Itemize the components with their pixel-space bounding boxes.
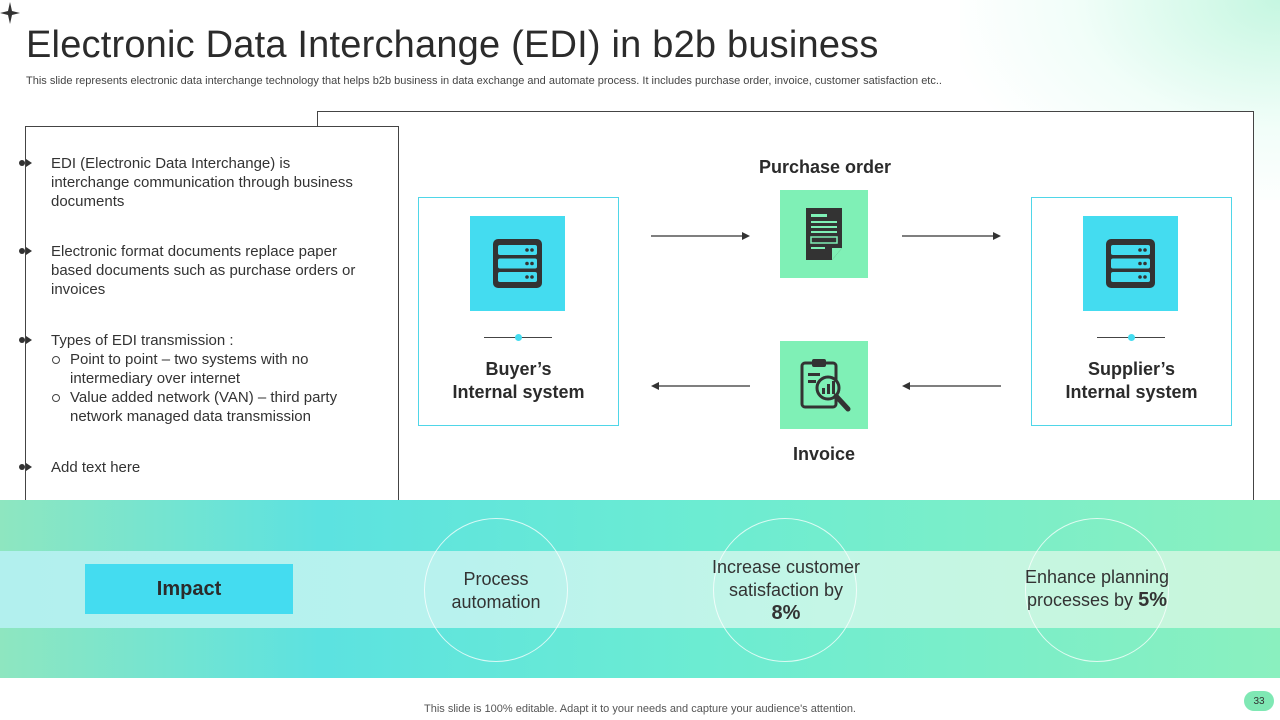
supplier-system-label: Supplier’s Internal system — [1065, 359, 1198, 402]
decorative-ring — [713, 518, 857, 662]
sub-bullet-text: Point to point – two systems with no int… — [70, 351, 309, 387]
sub-bullet: Point to point – two systems with no int… — [51, 350, 366, 388]
circle-bullet-icon — [52, 356, 60, 364]
bullet-arrow-icon — [19, 159, 32, 167]
impact-band: Impact Process automation Increase custo… — [0, 500, 1280, 678]
server-icon — [1083, 216, 1178, 311]
bullet-text: Electronic format documents replace pape… — [51, 243, 356, 298]
bullet-item: Add text here — [19, 458, 366, 477]
slide-title: Electronic Data Interchange (EDI) in b2b… — [26, 24, 879, 66]
bullet-arrow-icon — [19, 336, 32, 344]
sparkle-icon — [0, 2, 20, 24]
document-icon — [780, 190, 868, 278]
diagram-frame: Buyer’s Internal system Supplier’s Inter… — [317, 111, 1254, 516]
slide-subtitle: This slide represents electronic data in… — [26, 75, 942, 87]
purchase-order-label: Purchase order — [758, 157, 892, 177]
supplier-system-box: Supplier’s Internal system — [1031, 197, 1232, 426]
buyer-system-label: Buyer’s Internal system — [452, 359, 585, 402]
impact-process-automation: Process automation — [451, 569, 541, 612]
invoice-label: Invoice — [792, 444, 856, 464]
buyer-system-box: Buyer’s Internal system — [418, 197, 619, 426]
arrow-left-icon — [902, 382, 1001, 390]
impact-planning: Enhance planning processes by 5% — [982, 566, 1212, 612]
bullet-text: EDI (Electronic Data Interchange) is int… — [51, 155, 353, 210]
bullet-item: EDI (Electronic Data Interchange) is int… — [19, 154, 366, 211]
bullet-item: Electronic format documents replace pape… — [19, 242, 366, 299]
divider-dot — [1128, 334, 1135, 341]
arrow-right-icon — [651, 232, 750, 240]
bullet-text: Types of EDI transmission : — [51, 332, 234, 349]
page-number: 33 — [1244, 691, 1274, 711]
arrow-left-icon — [651, 382, 750, 390]
sub-bullet-text: Value added network (VAN) – third party … — [70, 389, 338, 425]
report-analysis-icon — [780, 341, 868, 429]
impact-planning-value: 5% — [1138, 589, 1167, 611]
decorative-ring — [424, 518, 568, 662]
arrow-right-icon — [902, 232, 1001, 240]
impact-label: Impact — [85, 564, 293, 614]
impact-customer-satisfaction-value: 8% — [771, 602, 801, 624]
footer-note: This slide is 100% editable. Adapt it to… — [424, 703, 856, 715]
divider-dot — [515, 334, 522, 341]
bullet-arrow-icon — [19, 463, 32, 471]
decorative-ring — [1025, 518, 1169, 662]
impact-customer-satisfaction-text: Increase customer satisfaction by — [711, 557, 861, 600]
bullet-text: Add text here — [51, 459, 141, 476]
circle-bullet-icon — [52, 394, 60, 402]
impact-planning-text: Enhance planning processes by — [1024, 567, 1170, 610]
sub-bullet: Value added network (VAN) – third party … — [51, 388, 366, 426]
bullet-item: Types of EDI transmission : Point to poi… — [19, 331, 366, 426]
description-panel: EDI (Electronic Data Interchange) is int… — [19, 126, 399, 516]
bullet-arrow-icon — [19, 247, 32, 255]
impact-customer-satisfaction: Increase customer satisfaction by 8% — [676, 556, 896, 625]
server-icon — [470, 216, 565, 311]
